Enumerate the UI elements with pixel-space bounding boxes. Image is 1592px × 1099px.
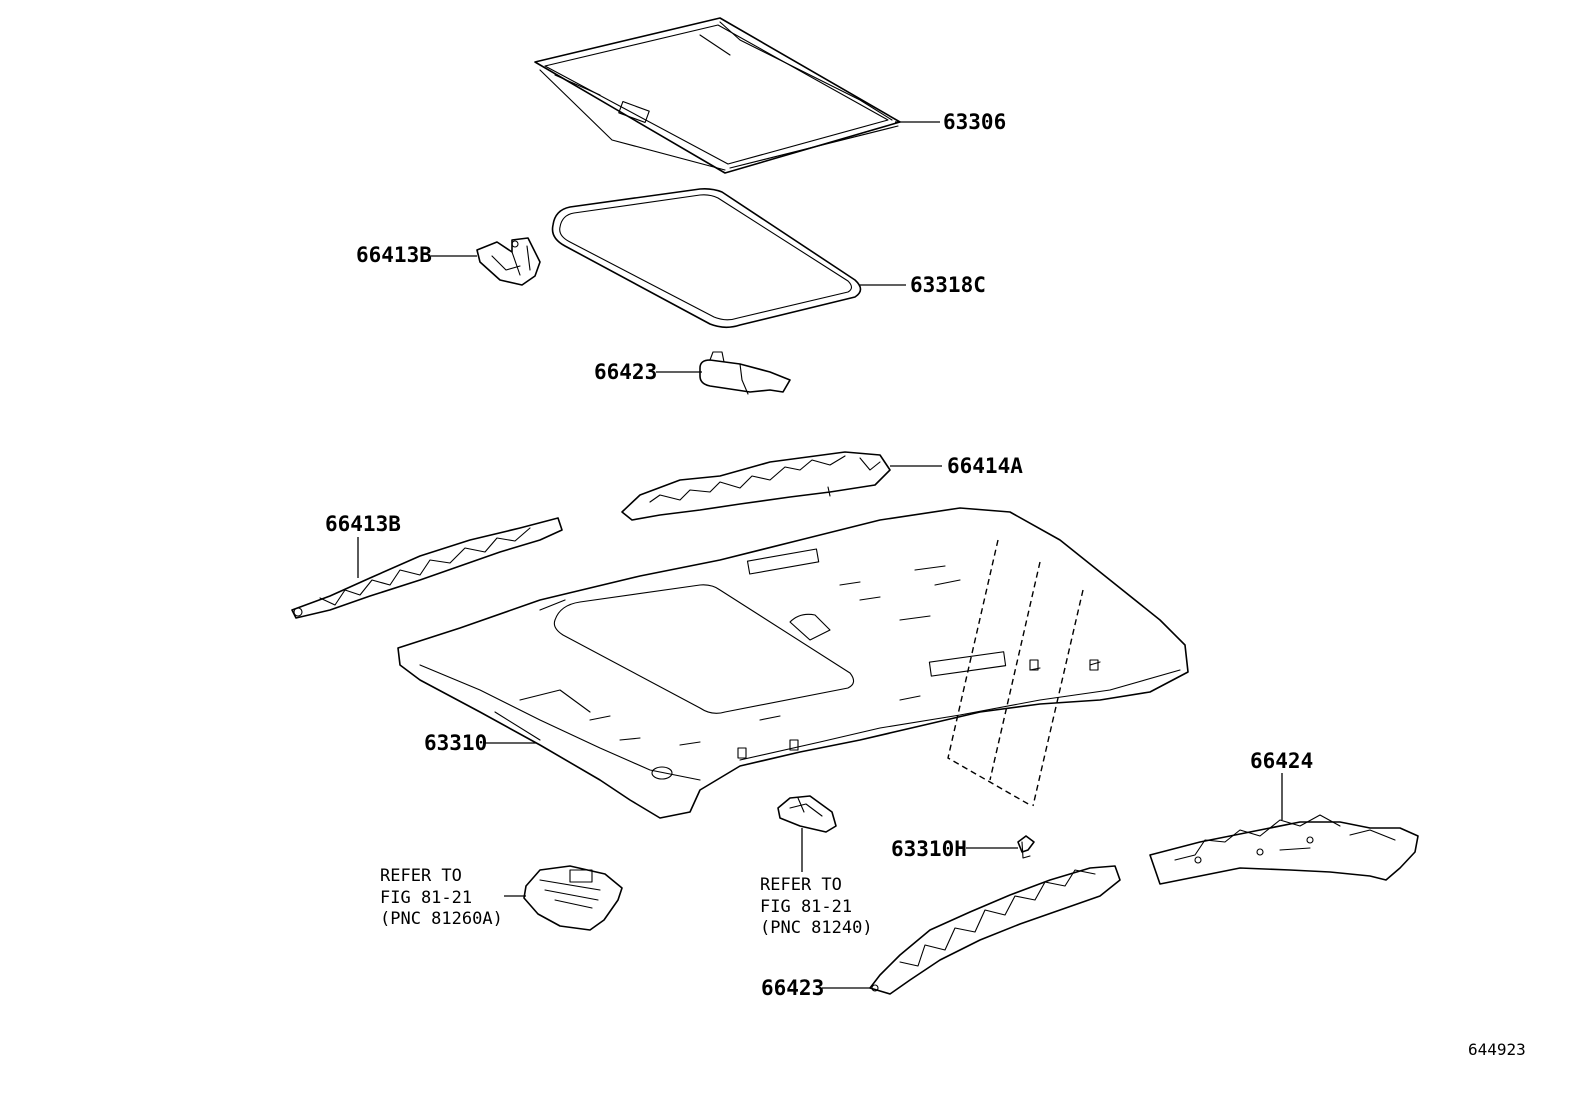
callout-63310h: 63310H [891, 837, 967, 861]
callout-66423-upper: 66423 [594, 360, 657, 384]
rail-lower-left-part[interactable] [869, 865, 1121, 995]
rail-right-part[interactable] [621, 451, 891, 521]
clip-upper-part[interactable] [476, 237, 541, 286]
room-lamp-part[interactable] [777, 795, 837, 833]
callout-63318c: 63318C [910, 273, 986, 297]
map-lamp-ref-line2: FIG 81-21 [380, 888, 472, 908]
sunshade-part[interactable] [534, 17, 901, 174]
map-lamp-ref-line3: (PNC 81260A) [380, 909, 503, 929]
screw-part[interactable] [1017, 835, 1035, 859]
room-lamp-ref-line1: REFER TO [760, 875, 842, 895]
weatherstrip-part[interactable] [551, 188, 862, 329]
map-lamp-ref-line1: REFER TO [380, 866, 462, 886]
callout-66423-lower: 66423 [761, 976, 824, 1000]
room-lamp-ref-line2: FIG 81-21 [760, 897, 852, 917]
leader-lines [357, 121, 1283, 989]
headliner-part[interactable] [397, 507, 1189, 819]
dashed-reference-lines [947, 539, 1084, 807]
map-lamp-part[interactable] [523, 865, 623, 931]
rail-left-part[interactable] [291, 517, 563, 619]
callout-66424: 66424 [1250, 749, 1313, 773]
callout-66413b-upper: 66413B [356, 243, 432, 267]
callout-63310: 63310 [424, 731, 487, 755]
callout-66414a: 66414A [947, 454, 1023, 478]
rail-lower-right-part[interactable] [1149, 814, 1419, 885]
bracket-upper-part[interactable] [699, 351, 791, 395]
figure-number: 644923 [1468, 1040, 1526, 1059]
room-lamp-ref-line3: (PNC 81240) [760, 918, 873, 938]
callout-63306: 63306 [943, 110, 1006, 134]
callout-66413b-left: 66413B [325, 512, 401, 536]
